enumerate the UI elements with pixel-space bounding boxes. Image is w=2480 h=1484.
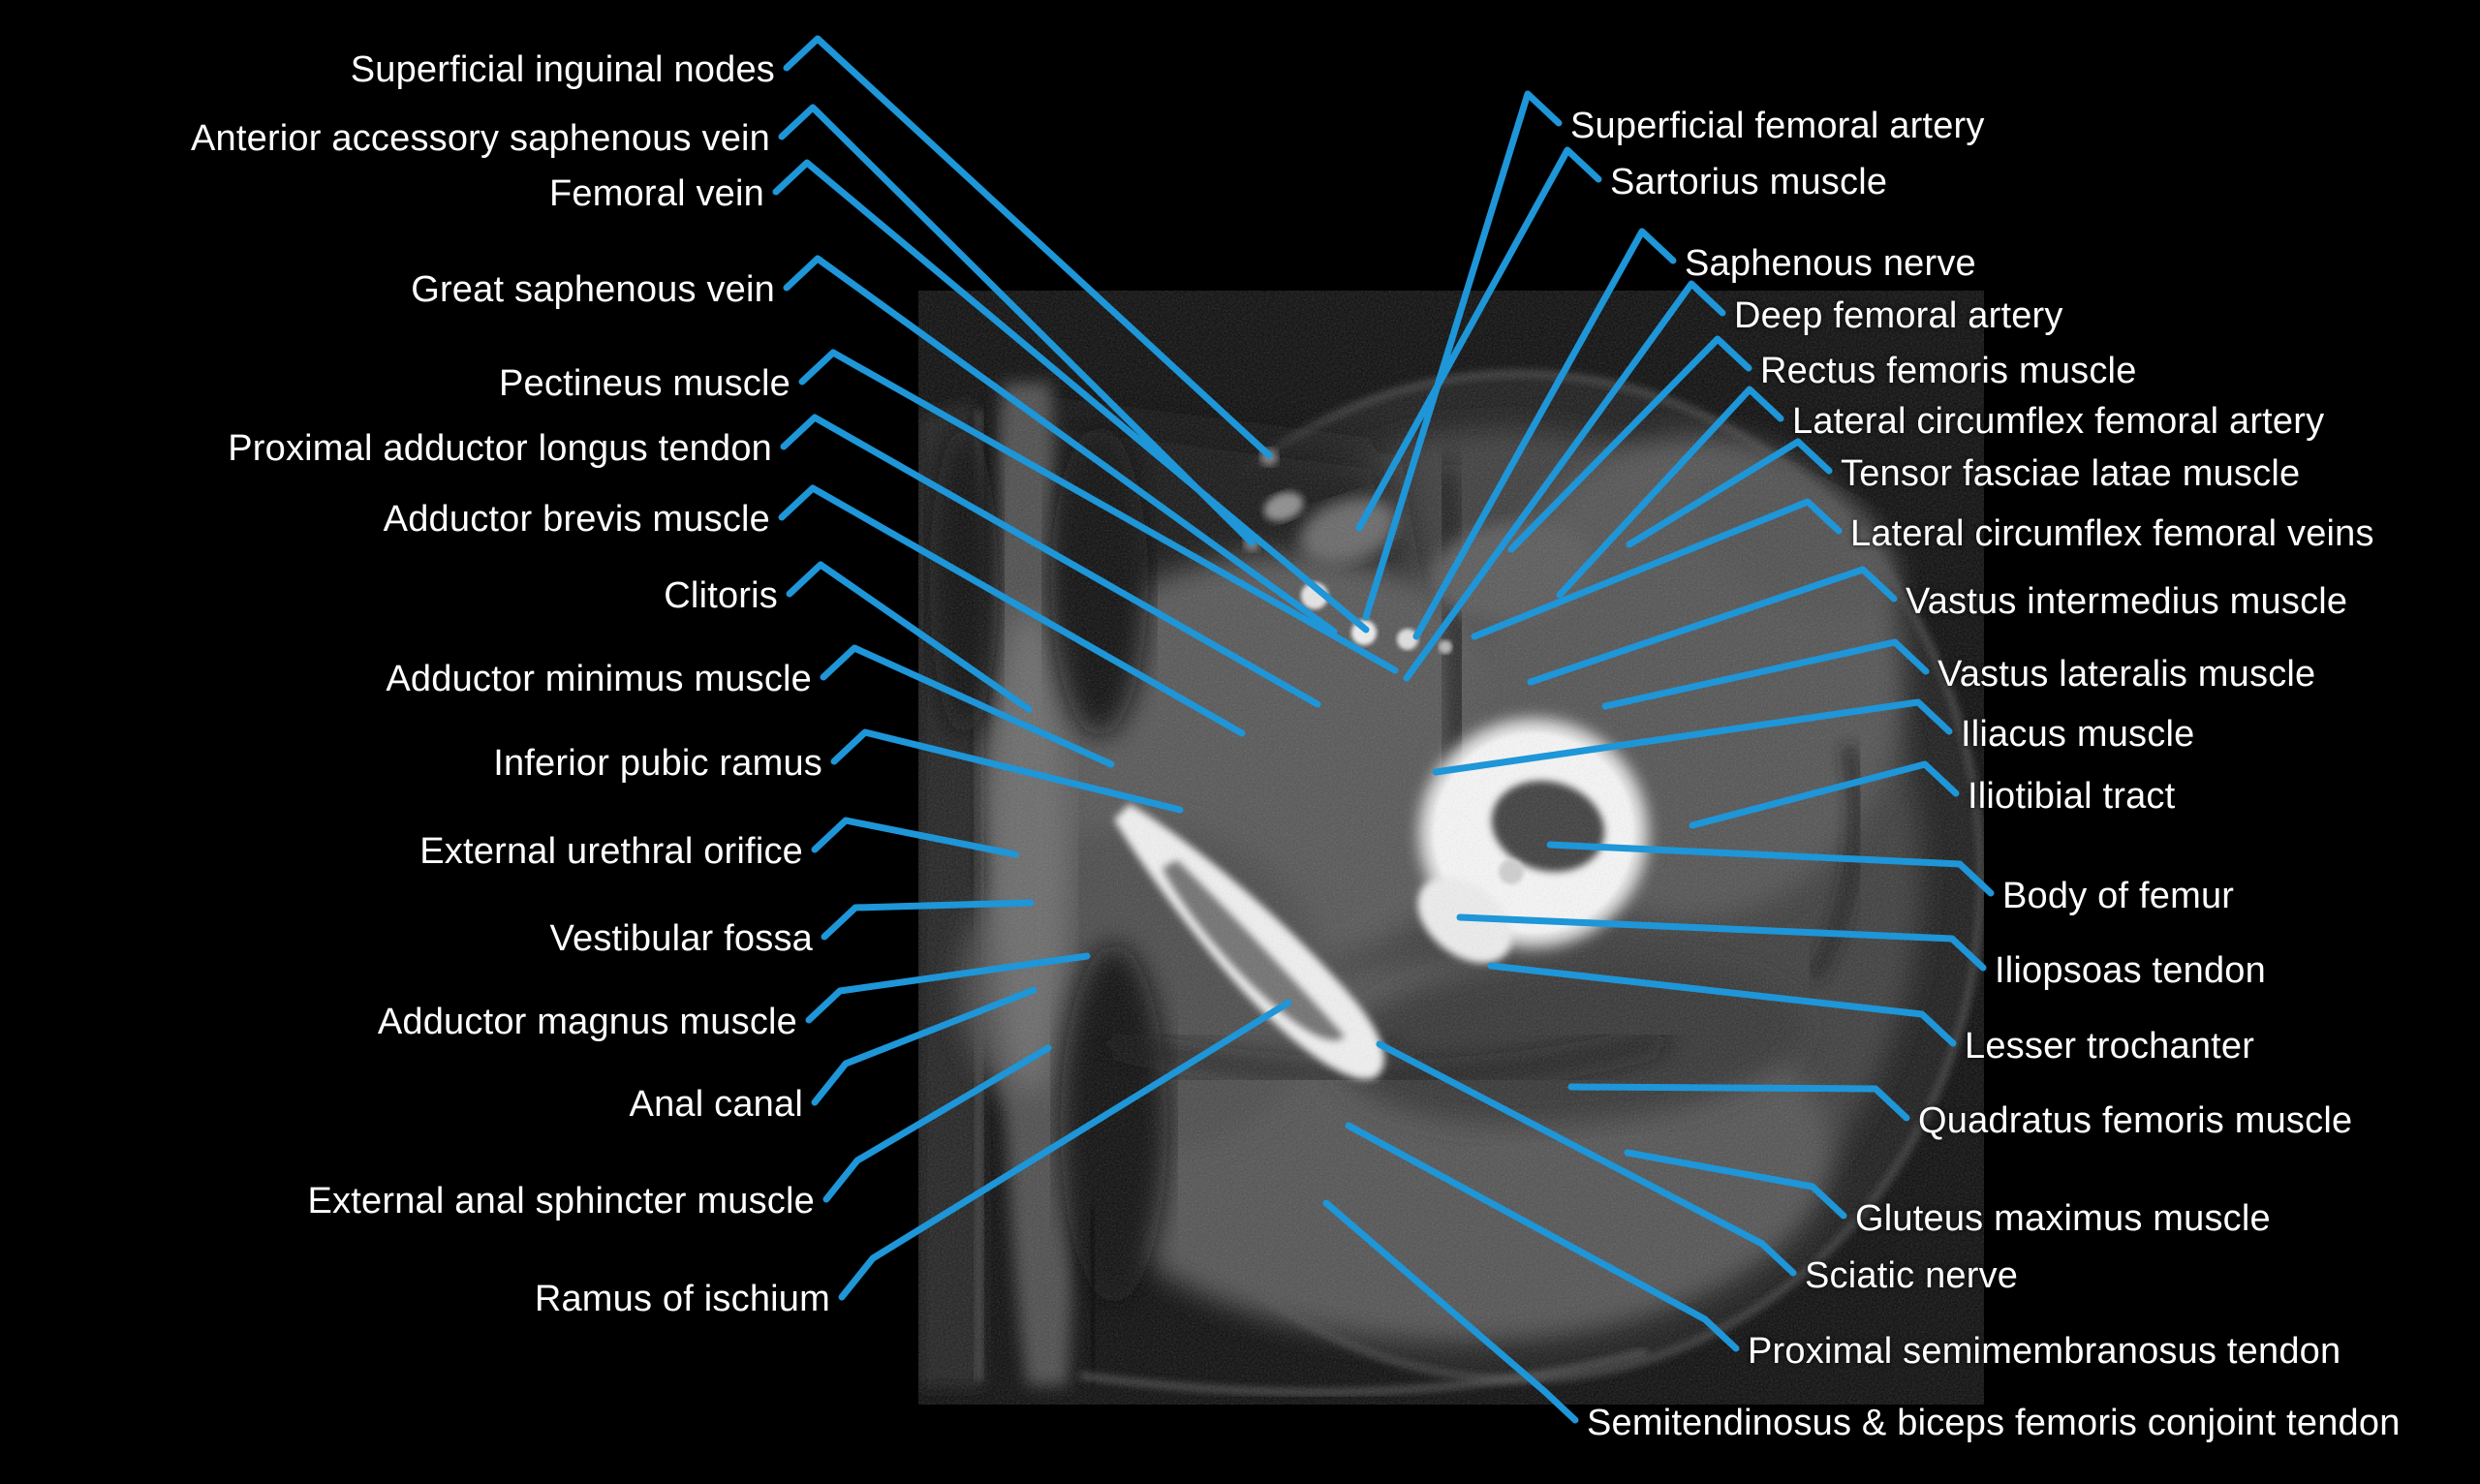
leader-line [1624,1149,1847,1220]
leader-line [1546,841,1995,897]
leader-line [1432,698,1953,776]
leader-line [1362,90,1563,621]
leader-line [821,899,1035,941]
leader-line [1626,438,1833,548]
leader-line [778,484,1246,737]
leader-line [830,728,1184,814]
leader-line [811,986,1038,1106]
leader-line [1471,498,1843,640]
leader-line [1345,1122,1740,1352]
leader-lines [772,35,1995,1424]
leader-line [1567,1083,1910,1122]
leader-line [1355,146,1602,532]
leader-line [798,349,1399,674]
leader-line [1507,335,1752,553]
leader-line [805,952,1091,1024]
leader-line [783,35,1273,459]
leader-line [1403,280,1726,682]
leader-line [838,999,1292,1301]
leader-line [1487,962,1957,1047]
leader-line [783,255,1338,635]
leader-line [1601,638,1930,710]
leader-line [820,644,1115,768]
leader-line [778,104,1256,546]
leader-line [1412,228,1677,640]
ct-scan [918,291,1984,1405]
leader-line [1556,386,1784,599]
leader-line [1527,566,1898,686]
leader-line [822,1044,1052,1203]
leader-line [1689,760,1960,829]
leader-line [772,159,1370,634]
leader-line [1456,913,1987,972]
leader-line [786,561,1033,713]
leader-line [1322,1199,1579,1424]
ct-noise [918,291,1984,1405]
leader-line [811,817,1019,858]
leader-line [1376,1040,1797,1277]
leader-line [780,414,1321,708]
